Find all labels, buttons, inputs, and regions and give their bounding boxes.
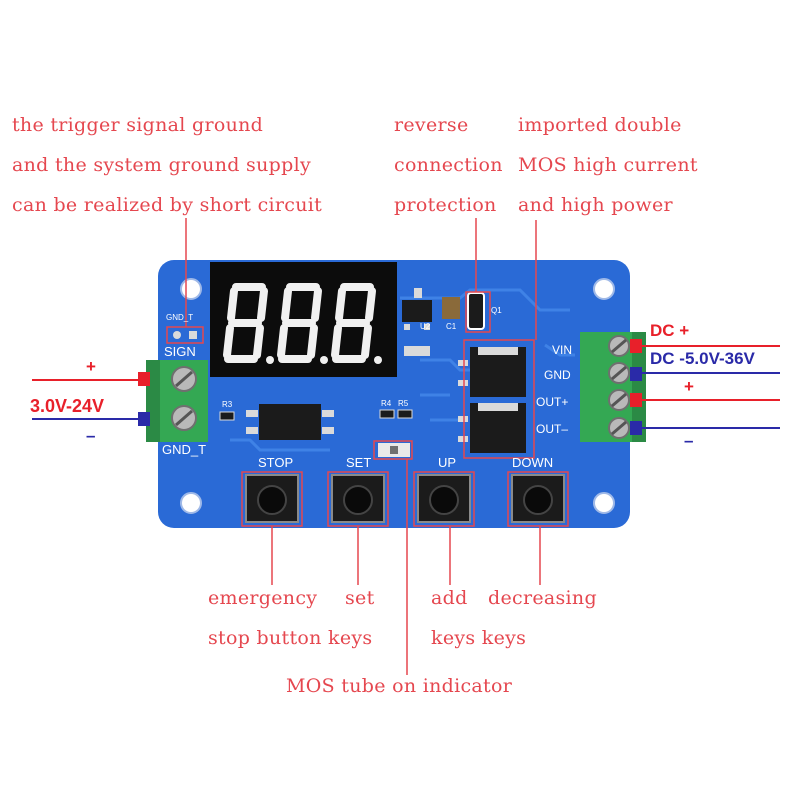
mounting-hole <box>593 278 615 300</box>
silk-u2: U2 <box>420 322 431 331</box>
silk-r4: R4 <box>381 399 392 408</box>
output-dc-plus: DC + <box>650 321 690 340</box>
button-label-up: UP <box>438 455 457 470</box>
annotation-gnd-line-1: the trigger signal ground <box>12 114 264 136</box>
annotation-gnd-line-2: and the system ground supply <box>12 154 311 176</box>
ic-u2 <box>402 300 432 322</box>
silk-sign: SIGN <box>164 344 196 359</box>
silk-gnd-t: GND_T <box>162 442 207 457</box>
silk-gnd: GND <box>544 368 571 382</box>
mounting-hole <box>180 278 202 300</box>
annotation-set: set <box>345 587 375 609</box>
silk-gnd-t-small: GND_T <box>166 313 194 322</box>
mounting-hole <box>593 492 615 514</box>
annotation-add-line-2: keys keys <box>431 627 527 649</box>
annotation-mos-indicator: MOS tube on indicator <box>286 675 513 697</box>
mounting-hole <box>180 492 202 514</box>
input-voltage-range: 3.0V-24V <box>30 396 105 416</box>
annotation-reverse-line-1: reverse <box>394 114 469 136</box>
annotation-mos-line-2: MOS high current <box>518 154 698 176</box>
silk-out-minus: OUT– <box>536 422 569 436</box>
output-dc-range: DC -5.0V-36V <box>650 349 755 368</box>
input-minus-sign: – <box>86 426 96 445</box>
input-plus-sign: + <box>86 357 96 376</box>
annotation-mos-line-3: and high power <box>518 194 673 216</box>
button-label-down: DOWN <box>512 455 554 470</box>
silk-r5: R5 <box>398 399 409 408</box>
output-minus-sign: – <box>684 431 694 450</box>
mosfet-1 <box>470 347 526 397</box>
silk-out-plus: OUT+ <box>536 395 569 409</box>
annotation-reverse-line-3: protection <box>394 194 497 216</box>
annotation-stop-line-2: stop button keys <box>208 627 373 649</box>
up-button-graphic <box>417 474 471 523</box>
annotation-add-line-1: add <box>431 587 468 609</box>
capacitor-c1 <box>442 297 460 319</box>
annotation-stop-line-1: emergency <box>208 587 318 609</box>
button-label-stop: STOP <box>258 455 294 470</box>
silk-q1: Q1 <box>491 306 502 315</box>
silk-c1: C1 <box>446 322 457 331</box>
gnd-short-pads <box>166 326 204 344</box>
display-digits <box>223 283 376 363</box>
silk-vin: VIN <box>552 343 573 357</box>
annotation-mos-line-1: imported double <box>518 114 682 136</box>
silk-r3: R3 <box>222 400 233 409</box>
output-plus-sign: + <box>684 377 694 396</box>
down-button-graphic <box>511 474 565 523</box>
optocoupler <box>259 404 321 440</box>
mosfet-2 <box>470 403 526 453</box>
annotation-reverse-line-2: connection <box>394 154 503 176</box>
annotation-decreasing: decreasing <box>488 587 597 609</box>
pointer-lines <box>185 218 541 675</box>
diode-q1 <box>467 292 485 330</box>
annotation-gnd-line-3: can be realized by short circuit <box>12 194 323 216</box>
button-label-set: SET <box>346 455 372 470</box>
stop-button-graphic <box>245 474 299 523</box>
set-button-graphic <box>331 474 385 523</box>
